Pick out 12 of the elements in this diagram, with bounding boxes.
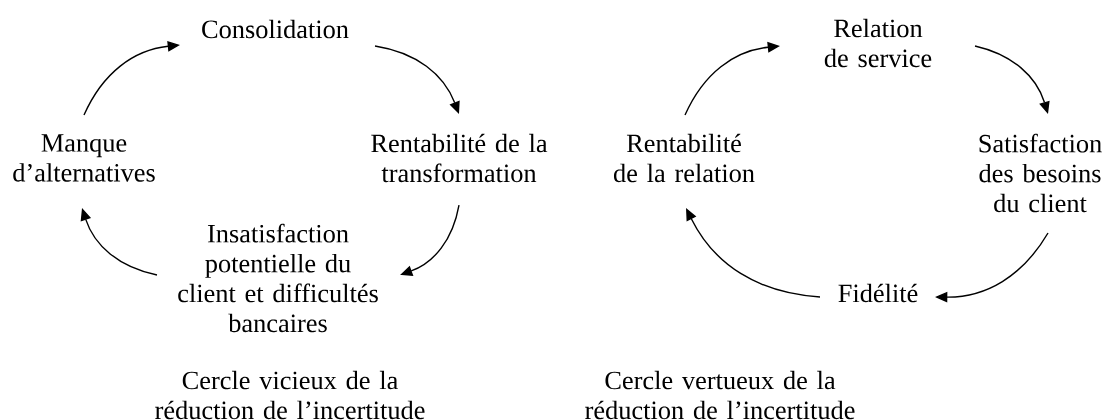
node-text: Manque d’alternatives [13,134,155,182]
caption: Cercle vertueux de la réduction de l’incertitude [585,370,855,420]
node-text: Fidélité [838,283,918,303]
node-text: Rentabilité de la relation [614,133,755,183]
node-text: Consolidation [202,19,349,39]
curved-arrow [686,208,821,298]
node-text: Rentabilité de la transformation [371,133,548,183]
curved-arrow [374,45,460,114]
node-text: Relation de service [824,18,932,68]
node-text: Satisfaction des besoins du client [979,133,1102,213]
node-text: Insatisfaction potentielle du client et difficultés bancaires [178,223,378,333]
caption: Cercle vicieux de la réduction de l’incertitude [155,370,425,420]
